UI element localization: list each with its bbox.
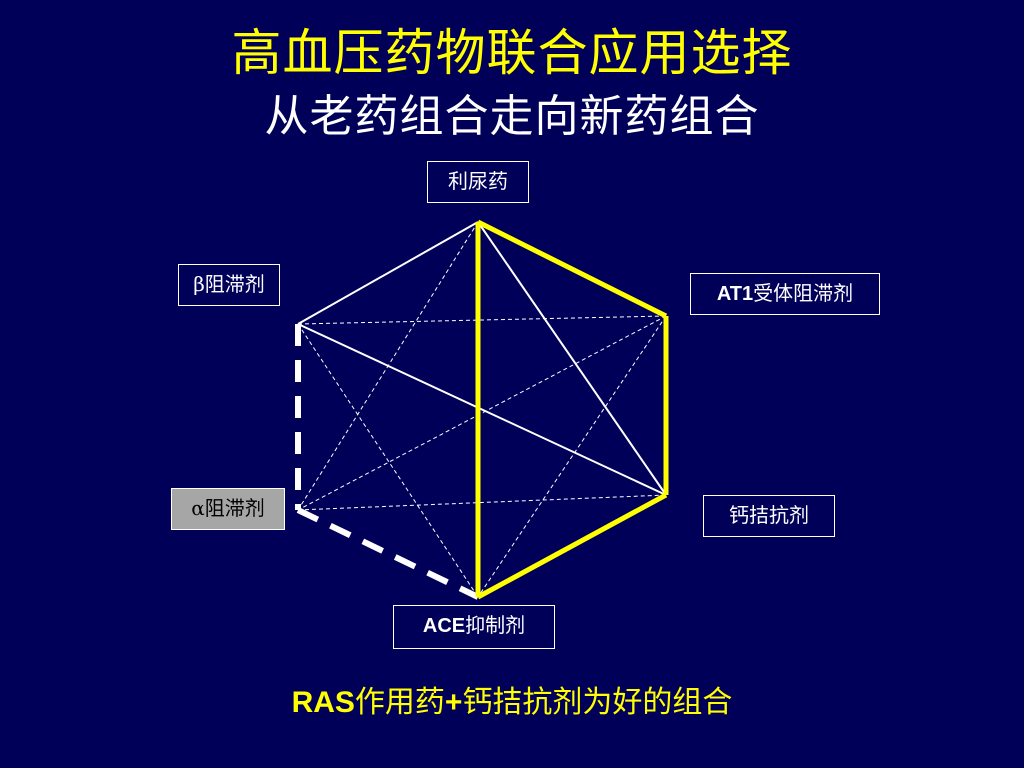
node-diuretic-label: 利尿药: [448, 169, 508, 193]
edge-beta-ace: [297, 323, 479, 598]
node-at1-blocker-label: 受体阻滞剂: [753, 281, 854, 305]
node-ccb: 钙拮抗剂: [703, 495, 835, 537]
node-diuretic: 利尿药: [427, 161, 529, 203]
footer-part1: 作用药: [354, 685, 445, 720]
edge-ccb-ace: [476, 492, 668, 600]
page-subtitle: 从老药组合走向新药组合: [264, 91, 760, 142]
edge-alpha-ace: [296, 507, 480, 600]
edge-at1-ace: [477, 315, 667, 598]
footer-ras: RAS: [291, 686, 355, 719]
edge-diuretic-beta: [297, 221, 479, 325]
node-at1-blocker: AT1受体阻滞剂: [690, 273, 880, 315]
edge-beta-ccb: [297, 323, 667, 496]
at1-prefix: AT1: [716, 283, 754, 305]
edge-beta-at1: [297, 315, 667, 325]
node-alpha-blocker-label: 阻滞剂: [204, 496, 265, 520]
ace-prefix: ACE: [422, 615, 466, 637]
node-beta-blocker: β阻滞剂: [178, 264, 280, 306]
footer-part2: 钙拮抗剂为好的组合: [462, 685, 733, 720]
edge-diuretic-at1: [476, 219, 668, 319]
beta-symbol: β: [193, 272, 205, 296]
edge-at1-alpha: [297, 315, 667, 511]
node-beta-blocker-label: 阻滞剂: [204, 272, 265, 296]
footer-plus: +: [444, 686, 463, 719]
node-ace-inhibitor-label: 抑制剂: [465, 613, 526, 637]
edge-alpha-ccb: [297, 494, 667, 511]
node-ccb-label: 钙拮抗剂: [729, 503, 809, 527]
node-alpha-blocker: α阻滞剂: [171, 488, 285, 530]
edge-diuretic-ccb-solid: [477, 221, 667, 496]
node-ace-inhibitor: ACE抑制剂: [393, 605, 555, 649]
conclusion-text: RAS作用药+钙拮抗剂为好的组合: [0, 683, 1024, 723]
page-title: 高血压药物联合应用选择: [231, 24, 793, 82]
alpha-symbol: α: [191, 496, 205, 520]
